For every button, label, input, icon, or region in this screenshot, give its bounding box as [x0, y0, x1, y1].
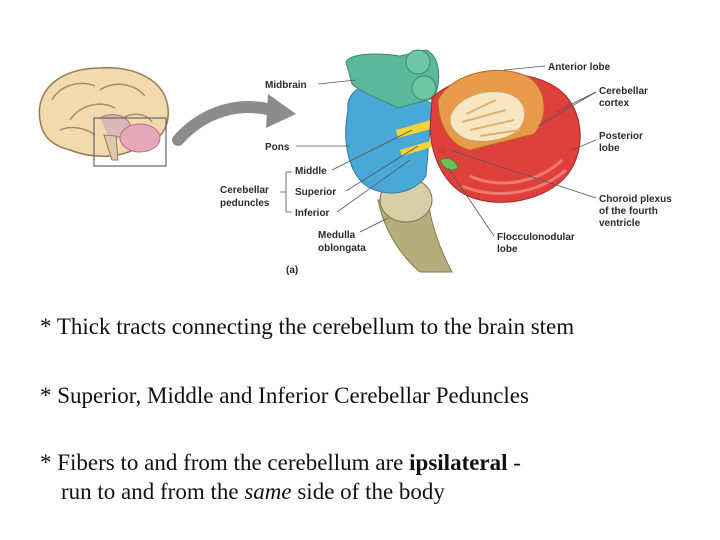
- label-medulla-2: oblongata: [318, 243, 366, 254]
- bullet-thick-tracts: * Thick tracts connecting the cerebellum…: [40, 312, 574, 341]
- label-choroid-3: ventricle: [599, 218, 641, 229]
- label-posterior-lobe-1: Posterior: [599, 131, 643, 142]
- label-figure-tag: (a): [286, 265, 298, 276]
- figure-labels: Midbrain Pons Cerebellar peduncles Middl…: [220, 62, 672, 276]
- brain-thumbnail: [38, 67, 169, 167]
- bullet-text-pre: * Fibers to and from the cerebellum are: [40, 450, 410, 475]
- label-flocculonodular-1: Flocculonodular: [497, 232, 575, 243]
- bullet-text-post: -: [507, 450, 521, 475]
- leader-lines: [280, 65, 597, 237]
- bullet-text: * Thick tracts connecting the cerebellum…: [40, 314, 575, 339]
- bullet-continuation: run to and from the same side of the bod…: [40, 477, 521, 506]
- arbor-vitae: [449, 91, 526, 142]
- label-inferior: Inferior: [295, 208, 330, 219]
- label-midbrain: Midbrain: [265, 80, 307, 91]
- label-superior: Superior: [295, 187, 336, 198]
- bullet-continuation-post: side of the body: [291, 479, 445, 505]
- cerebellum-illustration: [345, 49, 581, 273]
- label-cerebellar-peduncles-2: peduncles: [220, 198, 270, 209]
- bullet-text: * Superior, Middle and Inferior Cerebell…: [40, 383, 529, 408]
- cerebellum-figure: Midbrain Pons Cerebellar peduncles Middl…: [38, 49, 672, 276]
- label-choroid-2: of the fourth: [599, 206, 658, 217]
- label-cerebellar-peduncles-1: Cerebellar: [220, 185, 269, 196]
- label-middle: Middle: [295, 166, 327, 177]
- label-flocculonodular-2: lobe: [497, 244, 518, 255]
- label-medulla-1: Medulla: [318, 230, 356, 241]
- label-pons: Pons: [265, 142, 290, 153]
- highlight-box: [93, 117, 167, 167]
- bullet-emphasis-same: same: [244, 479, 292, 505]
- bullet-continuation-pre: run to and from the: [61, 479, 245, 505]
- label-anterior-lobe: Anterior lobe: [548, 62, 611, 73]
- bullet-emphasis-ipsilateral: ipsilateral: [409, 450, 508, 475]
- label-choroid-1: Choroid plexus: [599, 194, 672, 205]
- pointer-arrow: [172, 94, 296, 146]
- label-cerebellar-cortex-2: cortex: [599, 98, 629, 109]
- label-posterior-lobe-2: lobe: [599, 143, 620, 154]
- label-cerebellar-cortex-1: Cerebellar: [599, 86, 648, 97]
- bullet-ipsilateral: * Fibers to and from the cerebellum are …: [40, 448, 521, 507]
- bullet-peduncles: * Superior, Middle and Inferior Cerebell…: [40, 381, 529, 410]
